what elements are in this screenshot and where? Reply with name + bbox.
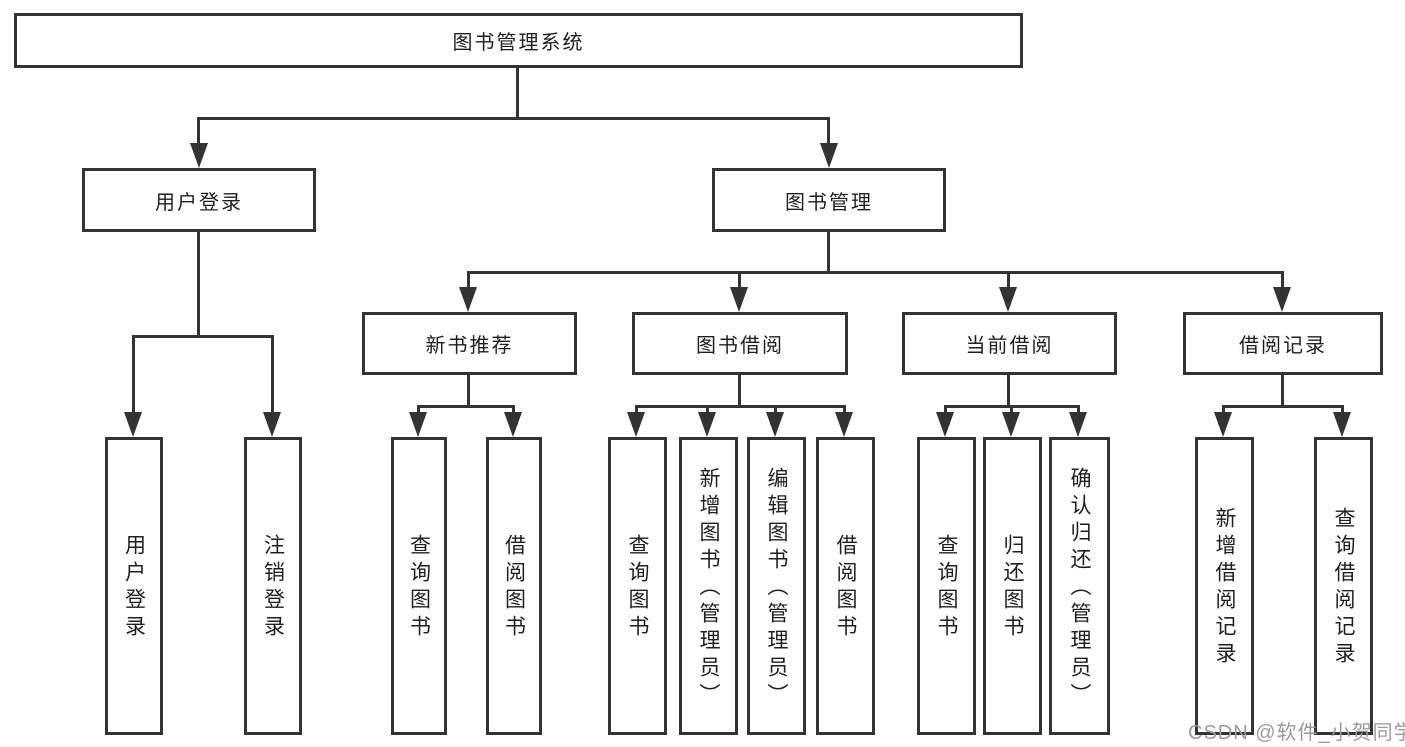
connector-recommend-drop (467, 375, 470, 408)
arrow-down-icon (459, 287, 477, 312)
connector-root-drop (516, 66, 519, 120)
connector-leaf-drop (132, 335, 135, 415)
connector-userlogin-bus (132, 335, 274, 338)
connector-leaf-drop (1077, 405, 1080, 417)
leaf-query-books-current: 查询图书 (917, 437, 976, 735)
leaf-user-login: 用户登录 (105, 437, 163, 735)
arrow-down-icon (190, 143, 208, 168)
connector-l2-bus (197, 117, 830, 120)
arrow-down-icon (835, 412, 853, 437)
arrow-down-icon (1214, 412, 1232, 437)
connector-l3-drop (1007, 271, 1010, 301)
connector-l3-bus (467, 271, 1284, 274)
arrow-down-icon (124, 412, 142, 437)
leaf-add-books-admin: 新增图书（管理员） (679, 437, 738, 735)
connector-borrowing-bus (635, 405, 846, 408)
arrow-down-icon (698, 412, 716, 437)
connector-leaf-drop (635, 405, 638, 417)
arrow-down-icon (1002, 412, 1020, 437)
node-current-borrowing: 当前借阅 (902, 312, 1117, 375)
connector-leaf-drop (843, 405, 846, 417)
node-new-book-recommendation: 新书推荐 (362, 312, 577, 375)
leaf-query-books-recommend: 查询图书 (391, 437, 447, 735)
arrow-down-icon (820, 143, 838, 168)
arrow-down-icon (409, 412, 427, 437)
connector-leaf-drop (417, 405, 420, 417)
connector-leaf-drop (1222, 405, 1225, 417)
node-borrowing-records: 借阅记录 (1183, 312, 1383, 375)
connector-current-drop (1007, 375, 1010, 408)
connector-records-drop (1281, 375, 1284, 408)
leaf-confirm-return-admin: 确认归还（管理员） (1049, 437, 1110, 735)
connector-leaf-drop (944, 405, 947, 417)
leaf-return-books: 归还图书 (983, 437, 1042, 735)
arrow-down-icon (730, 287, 748, 312)
connector-l3-drop (467, 271, 470, 301)
arrow-down-icon (936, 412, 954, 437)
connector-leaf-drop (271, 335, 274, 415)
arrow-down-icon (1333, 412, 1351, 437)
arrow-down-icon (766, 412, 784, 437)
connector-l2-drop-right (827, 117, 830, 157)
connector-l3-drop (738, 271, 741, 301)
leaf-logout: 注销登录 (244, 437, 302, 735)
arrow-down-icon (627, 412, 645, 437)
connector-records-bus (1222, 405, 1344, 408)
connector-userlogin-drop (197, 232, 200, 338)
node-book-management: 图书管理 (712, 168, 946, 232)
arrow-down-icon (263, 412, 281, 437)
connector-leaf-drop (1010, 405, 1013, 417)
connector-leaf-drop (706, 405, 709, 417)
csdn-watermark: CSDN @软件_小贺同学 (1188, 722, 1405, 744)
leaf-borrow-books-recommend: 借阅图书 (486, 437, 542, 735)
arrow-down-icon (1069, 412, 1087, 437)
connector-leaf-drop (1341, 405, 1344, 417)
leaf-edit-books-admin: 编辑图书（管理员） (747, 437, 806, 735)
arrow-down-icon (504, 412, 522, 437)
arrow-down-icon (1273, 287, 1291, 312)
connector-leaf-drop (512, 405, 515, 417)
leaf-query-books-borrowing: 查询图书 (608, 437, 667, 735)
node-user-login: 用户登录 (82, 168, 316, 232)
leaf-borrow-books-borrowing: 借阅图书 (816, 437, 875, 735)
connector-recommend-bus (417, 405, 515, 408)
node-book-borrowing: 图书借阅 (632, 312, 848, 375)
connector-l2-drop-left (197, 117, 200, 157)
arrow-down-icon (999, 287, 1017, 312)
node-library-system: 图书管理系统 (14, 13, 1023, 68)
connector-l3-drop (1281, 271, 1284, 301)
leaf-add-borrow-record: 新增借阅记录 (1195, 437, 1254, 735)
connector-borrowing-drop (738, 375, 741, 408)
connector-bookmgmt-drop (827, 232, 830, 274)
connector-leaf-drop (774, 405, 777, 417)
leaf-query-borrow-record: 查询借阅记录 (1314, 437, 1373, 735)
